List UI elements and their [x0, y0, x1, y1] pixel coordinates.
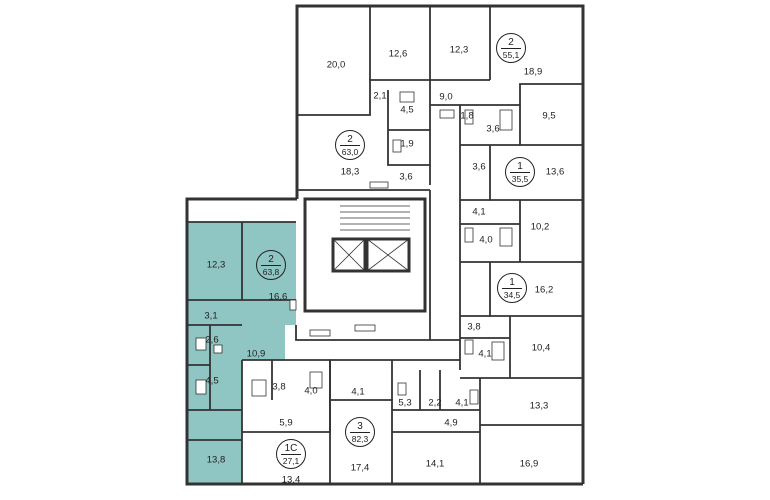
room-area: 12,3 — [449, 44, 469, 56]
room-area: 4,5 — [400, 104, 414, 116]
apartment-badge-1-35[interactable]: 1 35,5 — [505, 157, 535, 187]
room-area: 9,0 — [439, 91, 453, 103]
room-area: 3,6 — [472, 161, 486, 173]
room-area: 1,9 — [400, 138, 414, 150]
apartment-badge-2-63[interactable]: 2 63,0 — [335, 130, 365, 160]
apartment-area: 27,1 — [281, 454, 301, 466]
apartment-rooms: 2 — [347, 134, 353, 145]
room-area: 18,3 — [340, 166, 360, 178]
apartment-badge-2-63-8[interactable]: 2 63,8 — [256, 250, 286, 280]
apartment-badge-1c-27[interactable]: 1С 27,1 — [276, 439, 306, 469]
room-area: 13,6 — [545, 166, 565, 178]
room-area: 4,1 — [455, 397, 469, 409]
room-area: 18,9 — [523, 66, 543, 78]
apartment-area: 63,0 — [340, 145, 360, 157]
highlighted-apartment-area[interactable] — [187, 222, 296, 484]
apartment-rooms: 2 — [268, 254, 274, 265]
room-area: 4,0 — [479, 234, 493, 246]
room-area: 3,6 — [399, 171, 413, 183]
room-area: 16,6 — [268, 291, 288, 303]
apartment-badge-1-34[interactable]: 1 34,5 — [497, 273, 527, 303]
apartment-rooms: 1 — [517, 161, 523, 172]
room-area: 5,9 — [279, 417, 293, 429]
apartment-badge-2-55[interactable]: 2 55,1 — [496, 33, 526, 63]
apartment-rooms: 1С — [284, 443, 298, 454]
room-area: 17,4 — [350, 462, 370, 474]
room-area: 3,8 — [467, 321, 481, 333]
room-area: 16,9 — [519, 458, 539, 470]
room-area: 4,9 — [444, 417, 458, 429]
room-area: 10,9 — [246, 348, 266, 360]
room-area: 3,6 — [486, 123, 500, 135]
room-area: 14,1 — [425, 458, 445, 470]
room-area: 13,3 — [529, 400, 549, 412]
room-area: 3,1 — [204, 310, 218, 322]
room-area: 4,1 — [351, 386, 365, 398]
room-area: 12,3 — [206, 259, 226, 271]
apartment-area: 35,5 — [510, 172, 530, 184]
apartment-rooms: 2 — [508, 37, 514, 48]
room-area: 2,2 — [428, 397, 442, 409]
room-area: 3,8 — [272, 381, 286, 393]
room-area: 2,6 — [205, 334, 219, 346]
room-area: 13,4 — [281, 474, 301, 486]
room-area: 2,1 — [373, 90, 387, 102]
apartment-badge-3-82[interactable]: 3 82,3 — [345, 417, 375, 447]
apartment-area: 55,1 — [501, 48, 521, 60]
room-area: 10,4 — [531, 342, 551, 354]
apartment-area: 82,3 — [350, 432, 370, 444]
room-area: 12,6 — [388, 48, 408, 60]
apartment-area: 63,8 — [261, 265, 281, 277]
room-area: 9,5 — [542, 110, 556, 122]
room-area: 5,3 — [398, 397, 412, 409]
room-area: 4,1 — [478, 348, 492, 360]
room-area: 4,0 — [304, 385, 318, 397]
apartment-rooms: 3 — [357, 421, 363, 432]
apartment-area: 34,5 — [502, 288, 522, 300]
windows — [186, 5, 584, 485]
room-area: 4,5 — [205, 375, 219, 387]
room-area: 4,1 — [472, 206, 486, 218]
room-area: 10,2 — [530, 221, 550, 233]
room-area: 16,2 — [534, 284, 554, 296]
room-area: 13,8 — [206, 454, 226, 466]
fixtures — [195, 91, 513, 405]
room-area: 20,0 — [326, 59, 346, 71]
interior-walls — [187, 6, 583, 484]
room-area: 1,8 — [460, 110, 474, 122]
apartment-rooms: 1 — [509, 277, 515, 288]
